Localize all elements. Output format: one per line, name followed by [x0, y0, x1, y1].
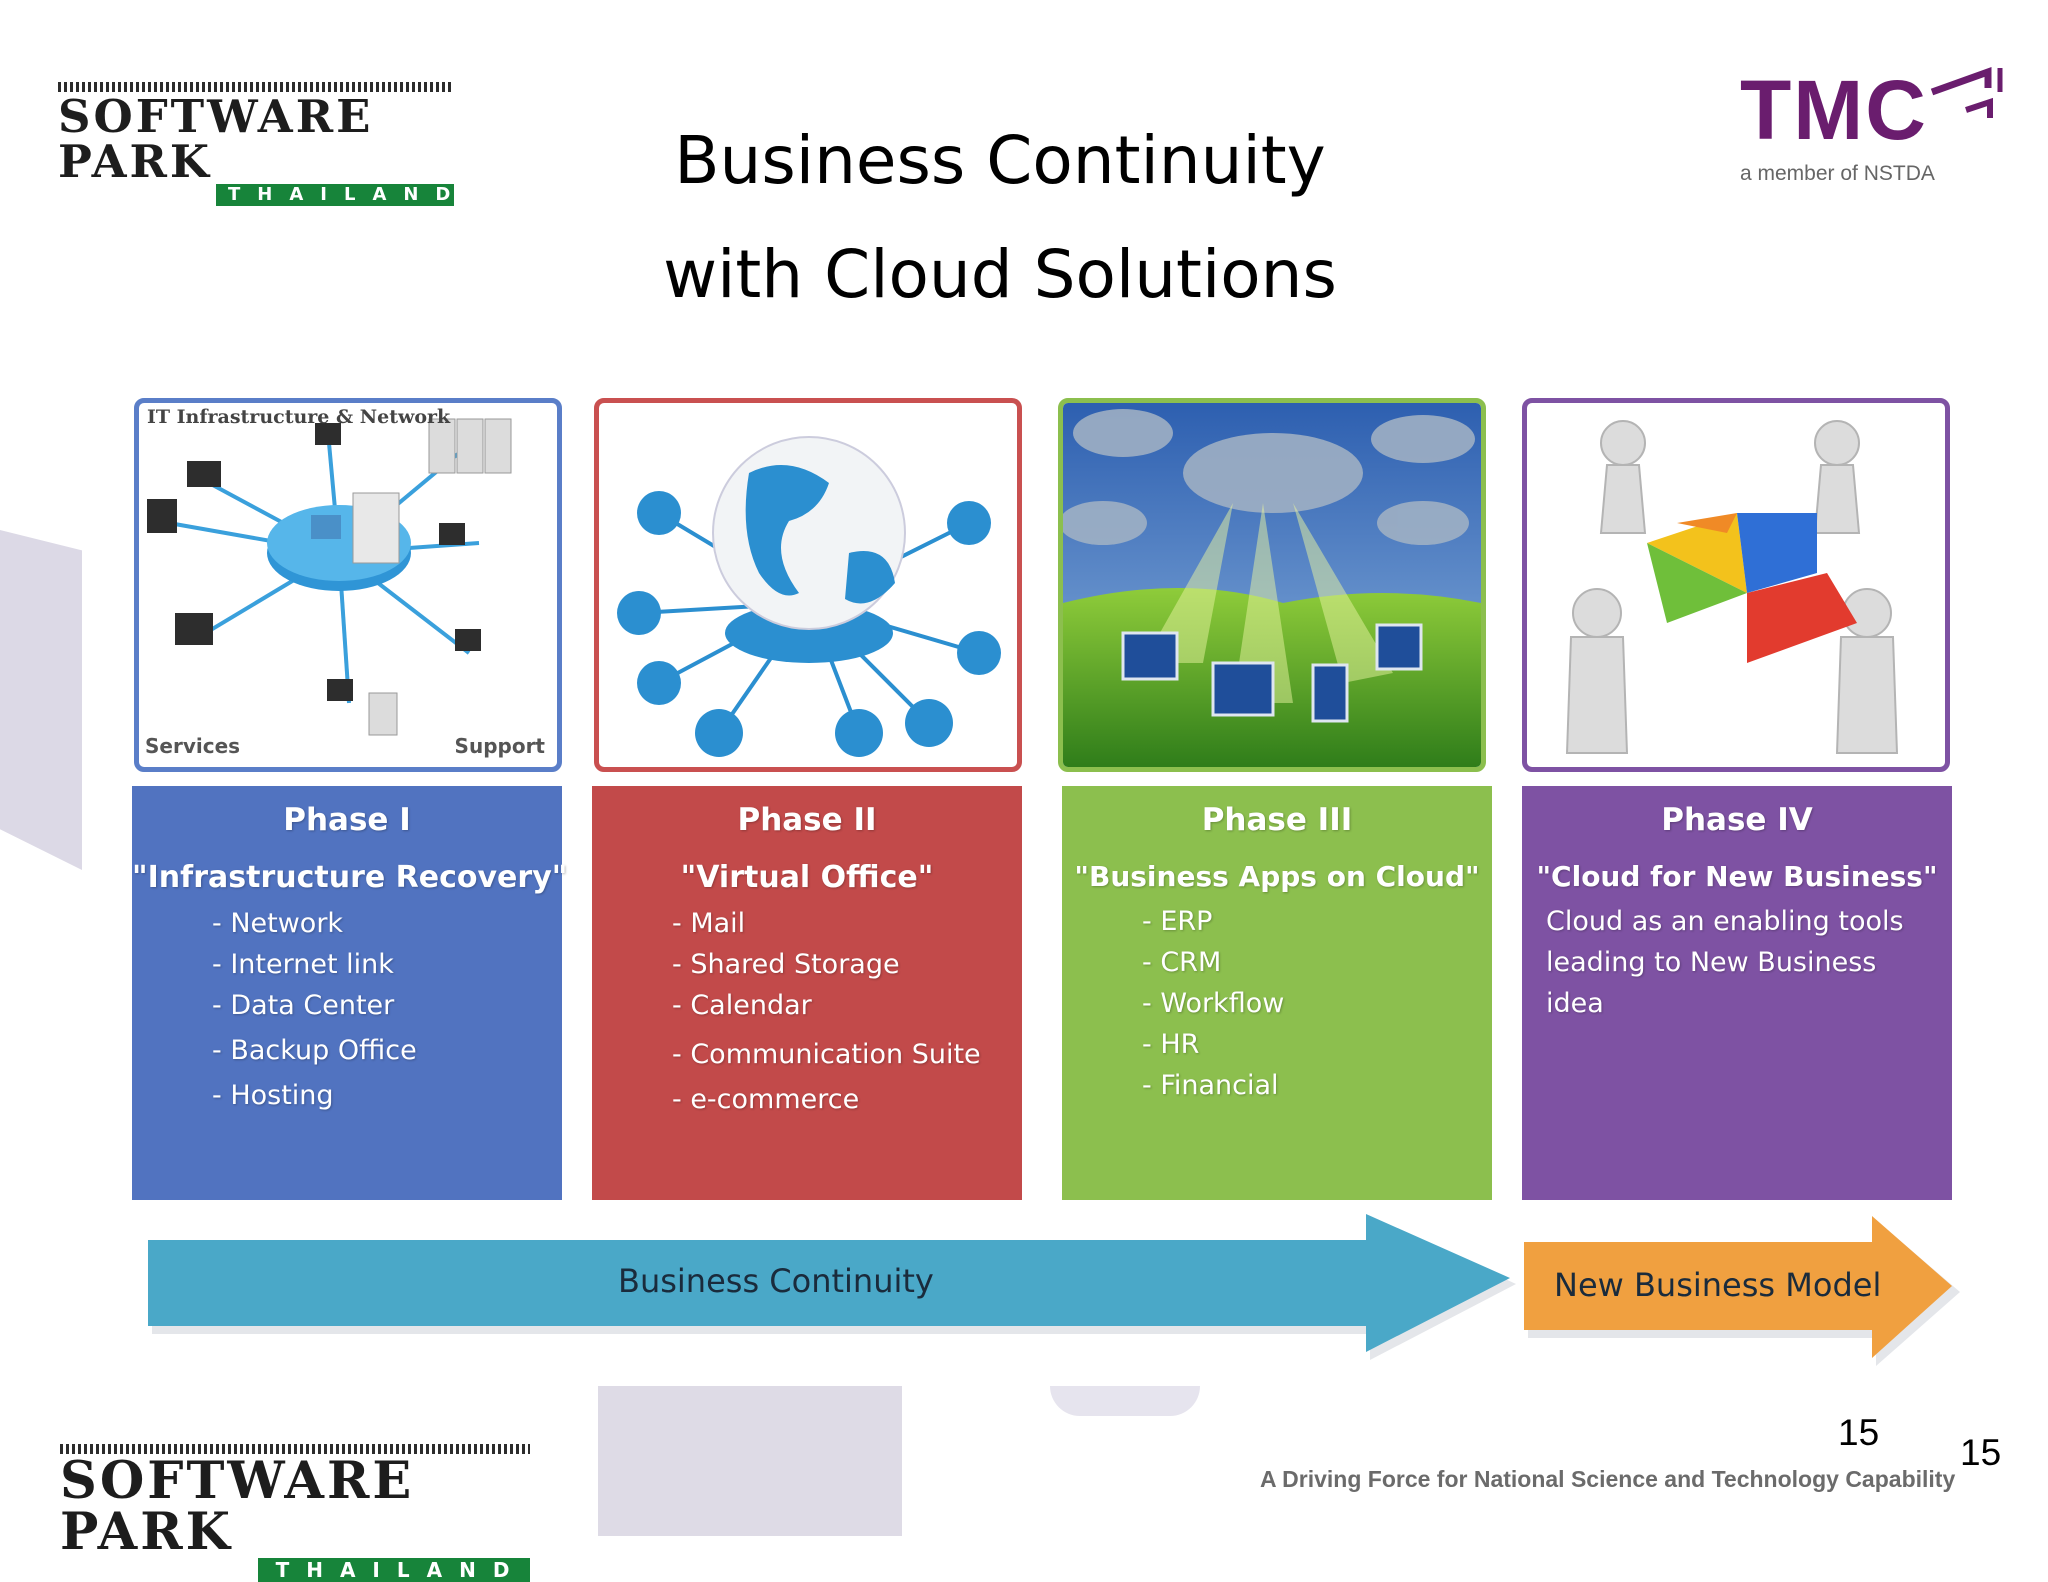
thailand-wordmark: THAILAND [216, 184, 454, 206]
phase-4-description: Cloud as an enabling tools leading to Ne… [1546, 906, 1904, 1019]
title-line-1: Business Continuity [674, 122, 1326, 199]
software-park-wordmark: SOFTWARE PARK [60, 1451, 415, 1562]
software-park-wordmark: SOFTWARE PARK [58, 90, 374, 188]
background-arc [1050, 1386, 1200, 1416]
phase-1-image: IT Infrastructure & Network Services Sup… [134, 398, 562, 772]
list-item: - Network [212, 908, 344, 939]
list-item: - Calendar [672, 990, 812, 1021]
tmc-wordmark: TMC [1740, 63, 1928, 157]
business-continuity-label: Business Continuity [618, 1262, 934, 1300]
phase-3-image [1058, 398, 1486, 772]
phase-4-image [1522, 398, 1950, 772]
tmc-logo: TMC a member of NSTDA [1740, 62, 2003, 192]
list-item: - Data Center [212, 990, 395, 1021]
logo-tick-strip [60, 1444, 530, 1454]
image-label-support: Support [455, 734, 546, 758]
logo-tick-strip [58, 82, 454, 92]
list-item: - Communication Suite [672, 1039, 981, 1070]
image-label-services: Services [145, 734, 240, 758]
page-number: 15 [1838, 1412, 1880, 1453]
phase-2-box: Phase II "Virtual Office" - Mail - Share… [592, 786, 1022, 1200]
phase-2-title: Phase II [737, 802, 877, 838]
cloud-apps-icon [1063, 403, 1481, 767]
tmc-swoosh-icon [1930, 67, 2003, 118]
list-item: - Mail [672, 908, 746, 939]
phase-1-subtitle: "Infrastructure Recovery" [132, 860, 568, 895]
phase-3-title: Phase III [1201, 802, 1353, 838]
phase-3-list: - ERP - CRM - Workflow - HR - Financial [1142, 901, 1492, 1106]
new-business-model-label: New Business Model [1554, 1266, 1882, 1304]
phase-3-box: Phase III "Business Apps on Cloud" - ERP… [1062, 786, 1492, 1200]
list-item: - Workflow [1142, 988, 1285, 1019]
slide-title: Business Continuity with Cloud Solutions [560, 104, 1440, 332]
phase-2-subtitle: "Virtual Office" [680, 860, 934, 895]
thailand-wordmark: THAILAND [258, 1558, 530, 1582]
business-continuity-arrow [148, 1214, 1516, 1360]
list-item: - Hosting [212, 1080, 334, 1111]
page-number-secondary: 15 [1960, 1432, 2002, 1473]
background-shape-bottom [598, 1386, 902, 1536]
phase-3-subtitle: "Business Apps on Cloud" [1074, 860, 1480, 893]
title-line-2: with Cloud Solutions [663, 236, 1337, 313]
list-item: - Financial [1142, 1070, 1279, 1101]
globe-network-icon [617, 436, 1001, 757]
image-label-top: IT Infrastructure & Network [147, 406, 451, 428]
list-item: - Backup Office [212, 1035, 417, 1066]
phase-2-image [594, 398, 1022, 772]
phase-1-list: - Network - Internet link - Data Center … [212, 903, 562, 1116]
list-item: - e-commerce [672, 1084, 860, 1115]
software-park-logo: SOFTWARE PARK THAILAND [58, 82, 454, 206]
puzzle-figures-icon [1565, 420, 1899, 754]
phase-4-box: Phase IV "Cloud for New Business" Cloud … [1522, 786, 1952, 1200]
network-diagram-icon: IT Infrastructure & Network Services Sup… [145, 406, 546, 758]
list-item: - Internet link [212, 949, 394, 980]
phase-4-title: Phase IV [1661, 802, 1813, 838]
footer-tagline: A Driving Force for National Science and… [1260, 1466, 1956, 1492]
phase-2-list: - Mail - Shared Storage - Calendar - Com… [672, 903, 1022, 1120]
new-business-model-arrow [1524, 1216, 1960, 1366]
phase-4-subtitle: "Cloud for New Business" [1536, 860, 1938, 893]
list-item: - HR [1142, 1029, 1200, 1060]
phase-1-box: Phase I "Infrastructure Recovery" - Netw… [132, 786, 568, 1200]
software-park-logo-footer: SOFTWARE PARK THAILAND [60, 1444, 530, 1582]
list-item: - Shared Storage [672, 949, 900, 980]
phase-1-title: Phase I [283, 802, 411, 838]
list-item: - CRM [1142, 947, 1222, 978]
list-item: - ERP [1142, 906, 1213, 937]
tmc-tagline: a member of NSTDA [1740, 162, 1935, 185]
background-shape-left [0, 530, 82, 870]
